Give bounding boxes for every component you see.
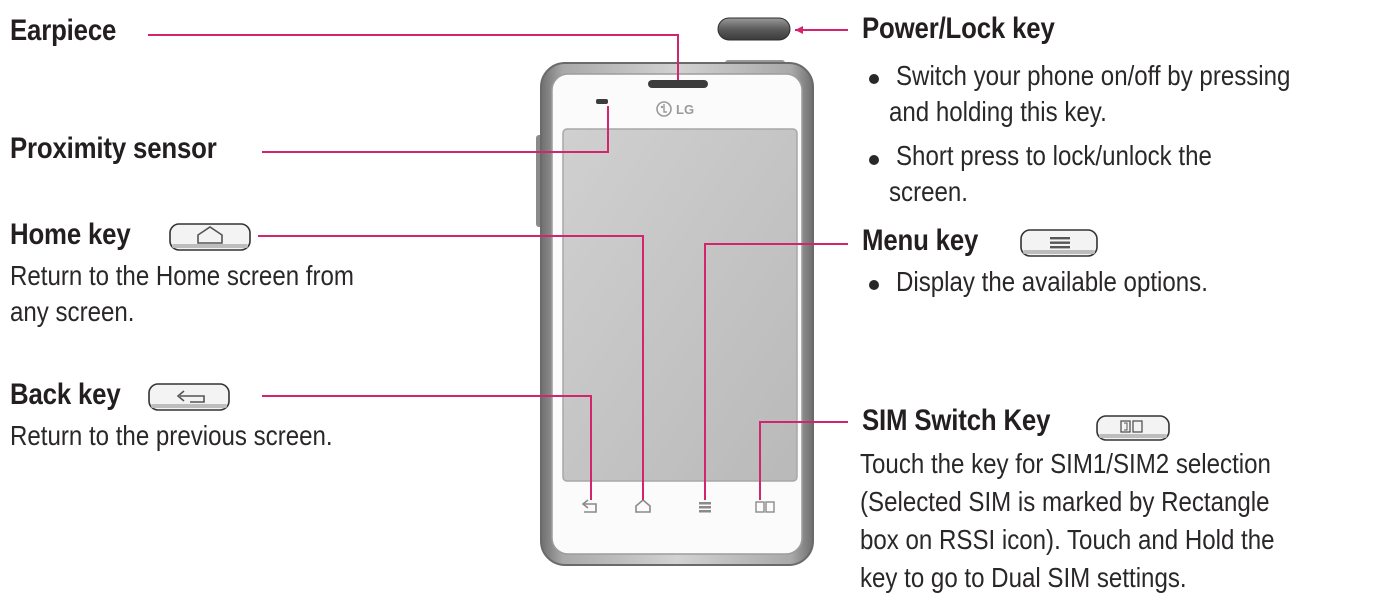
home-key-icon	[169, 223, 251, 251]
home-softkey-icon	[635, 498, 651, 513]
brand-logo-text: LG	[676, 102, 694, 117]
sim-switch-key-label: SIM Switch Key	[862, 404, 1051, 437]
menu-key-label: Menu key	[862, 224, 979, 257]
back-key-label: Back key	[10, 378, 121, 411]
power-leader-arrow	[795, 26, 803, 34]
bullet-dot	[869, 74, 879, 84]
sim-description-line3: box on RSSI icon). Touch and Hold the	[860, 524, 1275, 555]
power-bullet2-line1: Short press to lock/unlock the	[896, 140, 1212, 171]
proximity-leader	[262, 106, 609, 153]
power-bullet1-line2: and holding this key.	[889, 96, 1107, 127]
back-softkey-icon	[581, 499, 597, 513]
home-key-description-line1: Return to the Home screen from	[10, 260, 354, 291]
earpiece-label: Earpiece	[10, 14, 117, 47]
sim-description-line1: Touch the key for SIM1/SIM2 selection	[860, 448, 1271, 479]
proximity-sensor-label: Proximity sensor	[10, 132, 217, 165]
back-key-icon	[148, 383, 230, 411]
power-lock-key-icon	[717, 17, 791, 41]
home-key-description-line2: any screen.	[10, 296, 135, 327]
sim-softkey-icon	[755, 501, 775, 513]
bullet-dot	[869, 155, 879, 165]
home-leader	[258, 235, 644, 500]
menu-softkey-icon	[699, 502, 711, 513]
leader-lines	[148, 29, 848, 500]
power-bullet1-line1: Switch your phone on/off by pressing	[896, 60, 1291, 91]
menu-bullet1: Display the available options.	[896, 266, 1208, 297]
menu-key-icon	[1020, 229, 1098, 257]
back-key-description: Return to the previous screen.	[10, 420, 333, 451]
home-key-label: Home key	[10, 218, 131, 251]
lg-logo-icon	[656, 101, 672, 117]
earpiece-leader	[148, 34, 679, 80]
phone-screen	[562, 128, 798, 482]
sim-description-line4: key to go to Dual SIM settings.	[860, 562, 1187, 593]
power-bullet2-line2: screen.	[889, 176, 968, 207]
proximity-sensor-dot	[596, 99, 608, 104]
back-leader	[262, 395, 592, 500]
bullet-dot	[869, 280, 879, 290]
power-lock-key-label: Power/Lock key	[862, 12, 1055, 45]
sim-description-line2: (Selected SIM is marked by Rectangle	[860, 486, 1270, 517]
menu-leader	[704, 243, 848, 500]
sim-leader	[759, 421, 848, 500]
sim-switch-key-icon	[1096, 415, 1170, 441]
earpiece-grille	[648, 80, 708, 88]
